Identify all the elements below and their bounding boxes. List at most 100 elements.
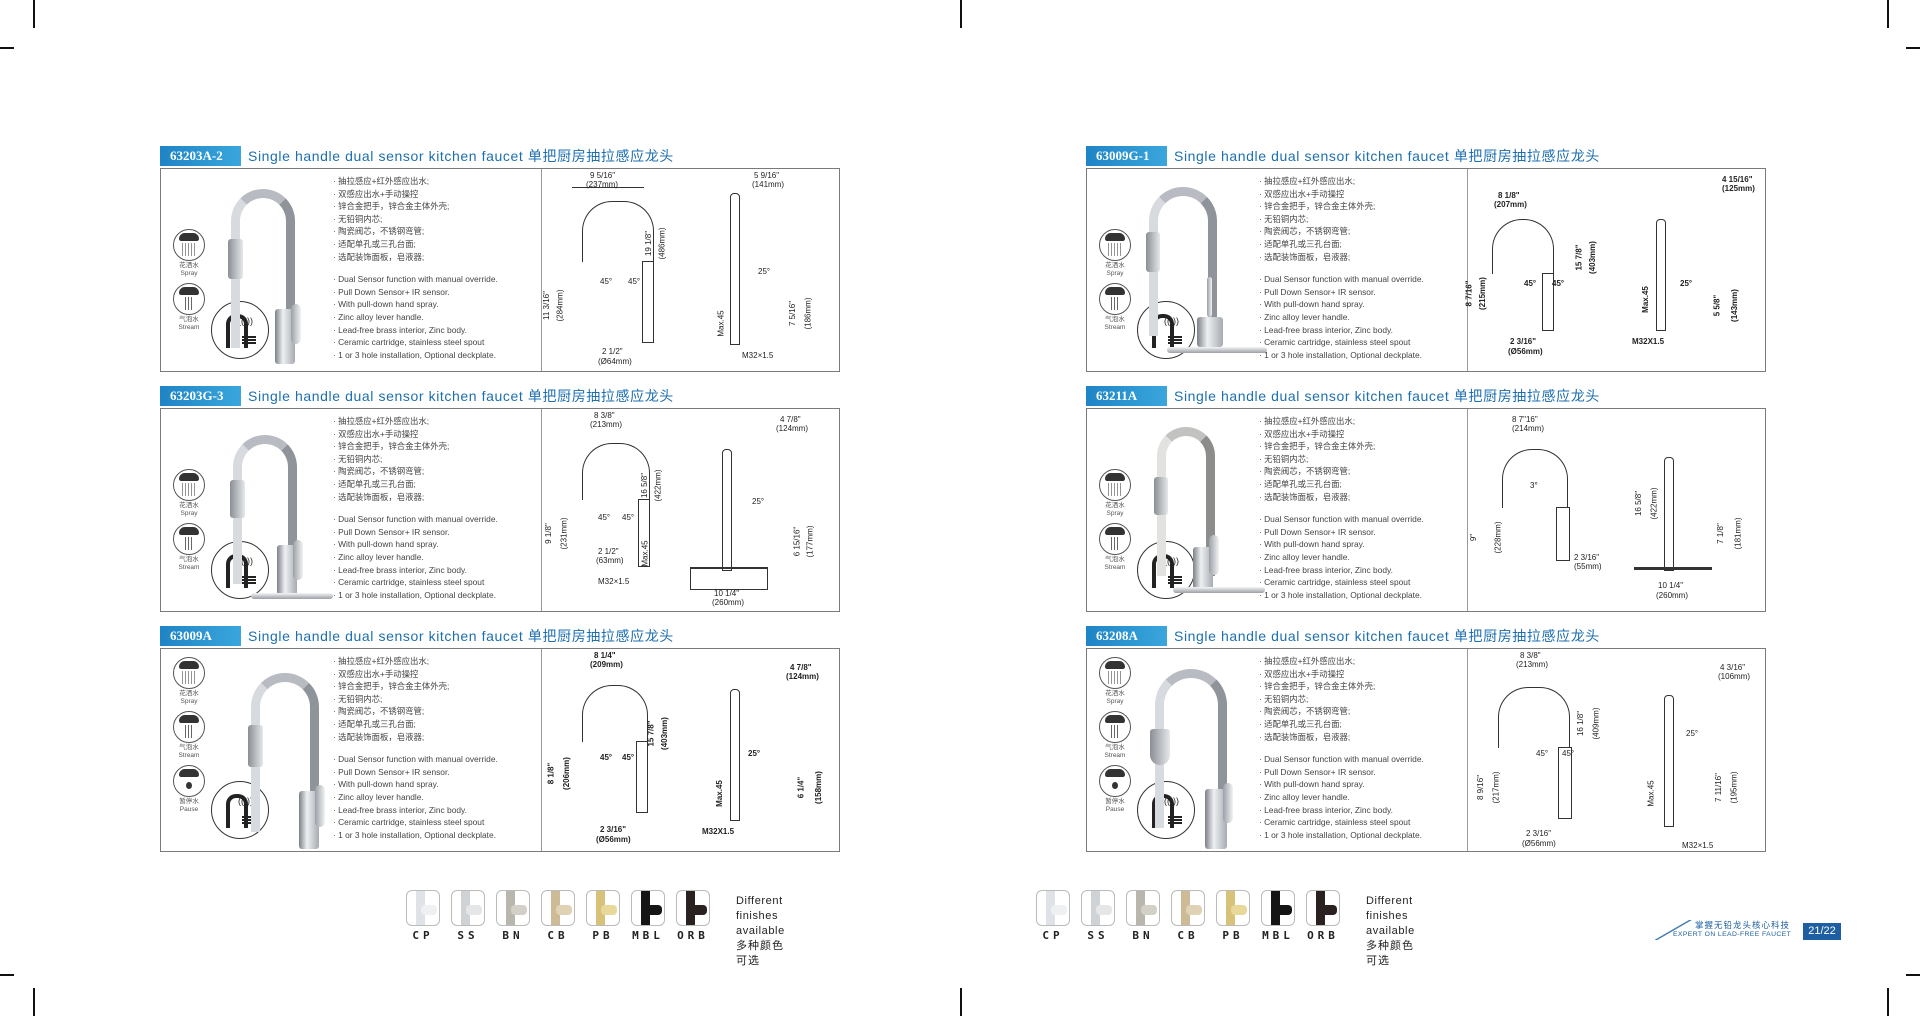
mode-label-en: Stream xyxy=(1104,324,1126,331)
finish-pb: PB xyxy=(1216,890,1250,942)
mode-label-en: Spray xyxy=(180,270,198,277)
body-outline xyxy=(638,499,650,567)
finish-orb: ORB xyxy=(676,890,710,942)
spray-icon xyxy=(173,469,205,501)
finishes-note-en: Different finishes available xyxy=(1366,895,1415,937)
dim-lever-angle: 25° xyxy=(1686,729,1699,738)
deckplate-outline xyxy=(690,567,768,590)
dim-lever-angle: 25° xyxy=(758,267,771,276)
dim-spray-angle: 3° xyxy=(1530,481,1538,490)
divider xyxy=(541,409,542,611)
mode-label-en: Spray xyxy=(180,698,198,705)
brand-slogan-zh: 掌握无铅龙头核心科技 xyxy=(1695,920,1791,930)
mode-label-zh: 花洒水 xyxy=(179,262,199,269)
crop-mark xyxy=(960,0,962,28)
dim-spout: 11 3/16" xyxy=(541,291,551,320)
feature-item: Pull Down Sensor+ IR sensor. xyxy=(1259,526,1424,539)
features-en: Dual Sensor function with manual overrid… xyxy=(1259,273,1424,361)
finish-orb: ORB xyxy=(1306,890,1340,942)
feature-item: Pull Down Sensor+ IR sensor. xyxy=(1259,286,1424,299)
product-card: 63211A Single handle dual sensor kitchen… xyxy=(1086,384,1766,614)
dim-reach-mm: (237mm) xyxy=(586,180,619,189)
feature-item: Lead-free brass interior, Zinc body. xyxy=(1259,804,1424,817)
dim-lever-angle: 25° xyxy=(1680,279,1693,288)
brand-slogan-en: EXPERT ON LEAD-FREE FAUCET xyxy=(1673,931,1792,938)
feature-item: With pull-down hand spray. xyxy=(1259,298,1424,311)
feature-item: 1 or 3 hole installation, Optional deckp… xyxy=(333,829,498,842)
dim-base: 2 1/2" xyxy=(598,547,619,556)
dim-spout-mm: (217mm) xyxy=(1491,771,1501,804)
product-card: 63208A Single handle dual sensor kitchen… xyxy=(1086,624,1766,854)
mode-label-zh: 花洒水 xyxy=(179,502,199,509)
finish-code: ORB xyxy=(1307,929,1339,942)
dim-height: 15 7/8" xyxy=(1574,244,1584,271)
dim-thread: M32X1.5 xyxy=(1632,337,1665,346)
feature-item: 1 or 3 hole installation, Optional deckp… xyxy=(333,349,498,362)
finishes-note-zh: 多种颜色可选 xyxy=(736,940,784,967)
dim-base-mm: (55mm) xyxy=(1574,562,1602,571)
brand-slogan: 掌握无铅龙头核心科技 EXPERT ON LEAD-FREE FAUCET xyxy=(1655,916,1865,946)
feature-item: 陶瓷阀芯，不锈钢弯管; xyxy=(1259,705,1424,718)
product-title: Single handle dual sensor kitchen faucet… xyxy=(248,386,674,406)
feature-item: 选配装饰面板，皂液器; xyxy=(333,491,498,504)
finish-swatch xyxy=(1126,890,1160,926)
feature-item: Ceramic cartridge, stainless steel spout xyxy=(333,336,498,349)
dim-handle: 5 5/8" xyxy=(1712,294,1722,317)
product-header: 63208A Single handle dual sensor kitchen… xyxy=(1086,624,1766,646)
title-zh: 单把厨房抽拉感应龙头 xyxy=(1453,628,1600,644)
feature-item: Zinc alloy lever handle. xyxy=(1259,791,1424,804)
feature-list: 抽拉感应+红外感应出水; 双感应出水+手动操控 锌合金把手，锌合金主体外壳; 无… xyxy=(333,415,498,601)
feature-item: 适配单孔或三孔台面; xyxy=(1259,718,1424,731)
feature-item: 锌合金把手，锌合金主体外壳; xyxy=(1259,440,1424,453)
dim-side-mm: (125mm) xyxy=(1722,184,1755,193)
feature-item: Pull Down Sensor+ IR sensor. xyxy=(333,766,498,779)
finish-code: PB xyxy=(592,929,614,942)
finish-ss: SS xyxy=(1081,890,1115,942)
feature-item: 选配装饰面板，皂液器; xyxy=(1259,731,1424,744)
mode-label-zh: 气泡水 xyxy=(179,556,199,563)
model-number: 63203A-2 xyxy=(160,146,241,166)
feature-item: Zinc alloy lever handle. xyxy=(333,791,498,804)
mode-label-en: Stream xyxy=(1104,752,1126,759)
dim-spout: 8 1/8" xyxy=(546,762,556,785)
features-zh: 抽拉感应+红外感应出水; 双感应出水+手动操控 锌合金把手，锌合金主体外壳; 无… xyxy=(1259,175,1424,263)
feature-item: 陶瓷阀芯，不锈钢弯管; xyxy=(1259,225,1424,238)
feature-item: Dual Sensor function with manual overrid… xyxy=(1259,753,1424,766)
model-number: 63208A xyxy=(1086,626,1167,646)
dim-max: Max.45 xyxy=(716,310,726,337)
title-zh: 单把厨房抽拉感应龙头 xyxy=(527,388,674,404)
product-title: Single handle dual sensor kitchen faucet… xyxy=(248,146,674,166)
spout-outline xyxy=(582,201,654,262)
feature-item: 选配装饰面板，皂液器; xyxy=(1259,251,1424,264)
spray-icon xyxy=(1099,229,1131,261)
dim-lever-angle: 25° xyxy=(748,749,761,758)
finishes-note-en: Different finishes available xyxy=(736,895,785,937)
feature-item: With pull-down hand spray. xyxy=(1259,778,1424,791)
dim-base: 2 3/16" xyxy=(1526,829,1552,838)
pause-icon xyxy=(1099,765,1131,797)
finish-swatch xyxy=(1081,890,1115,926)
finish-code: PB xyxy=(1222,929,1244,942)
feature-item: 适配单孔或三孔台面; xyxy=(333,478,498,491)
dim-height: 15 7/8" xyxy=(646,720,656,747)
feature-item: 无铅铜内芯; xyxy=(1259,453,1424,466)
dim-handle-mm: (195mm) xyxy=(1729,771,1739,804)
dim-handle: 6 1/4" xyxy=(796,776,806,799)
divider xyxy=(1467,649,1468,851)
product-card: 63009G-1 Single handle dual sensor kitch… xyxy=(1086,144,1766,374)
divider xyxy=(1467,409,1468,611)
feature-item: 1 or 3 hole installation, Optional deckp… xyxy=(1259,829,1424,842)
crop-mark xyxy=(1887,988,1889,1016)
dim-base-mm: (63mm) xyxy=(596,556,624,565)
title-zh: 单把厨房抽拉感应龙头 xyxy=(527,628,674,644)
spray-icon xyxy=(1099,469,1131,501)
dimension-drawing: 8 3/8" (213mm) 16 1/8" (409mm) 8 9/16" (… xyxy=(1468,649,1765,851)
mode-label-en: Stream xyxy=(178,564,200,571)
